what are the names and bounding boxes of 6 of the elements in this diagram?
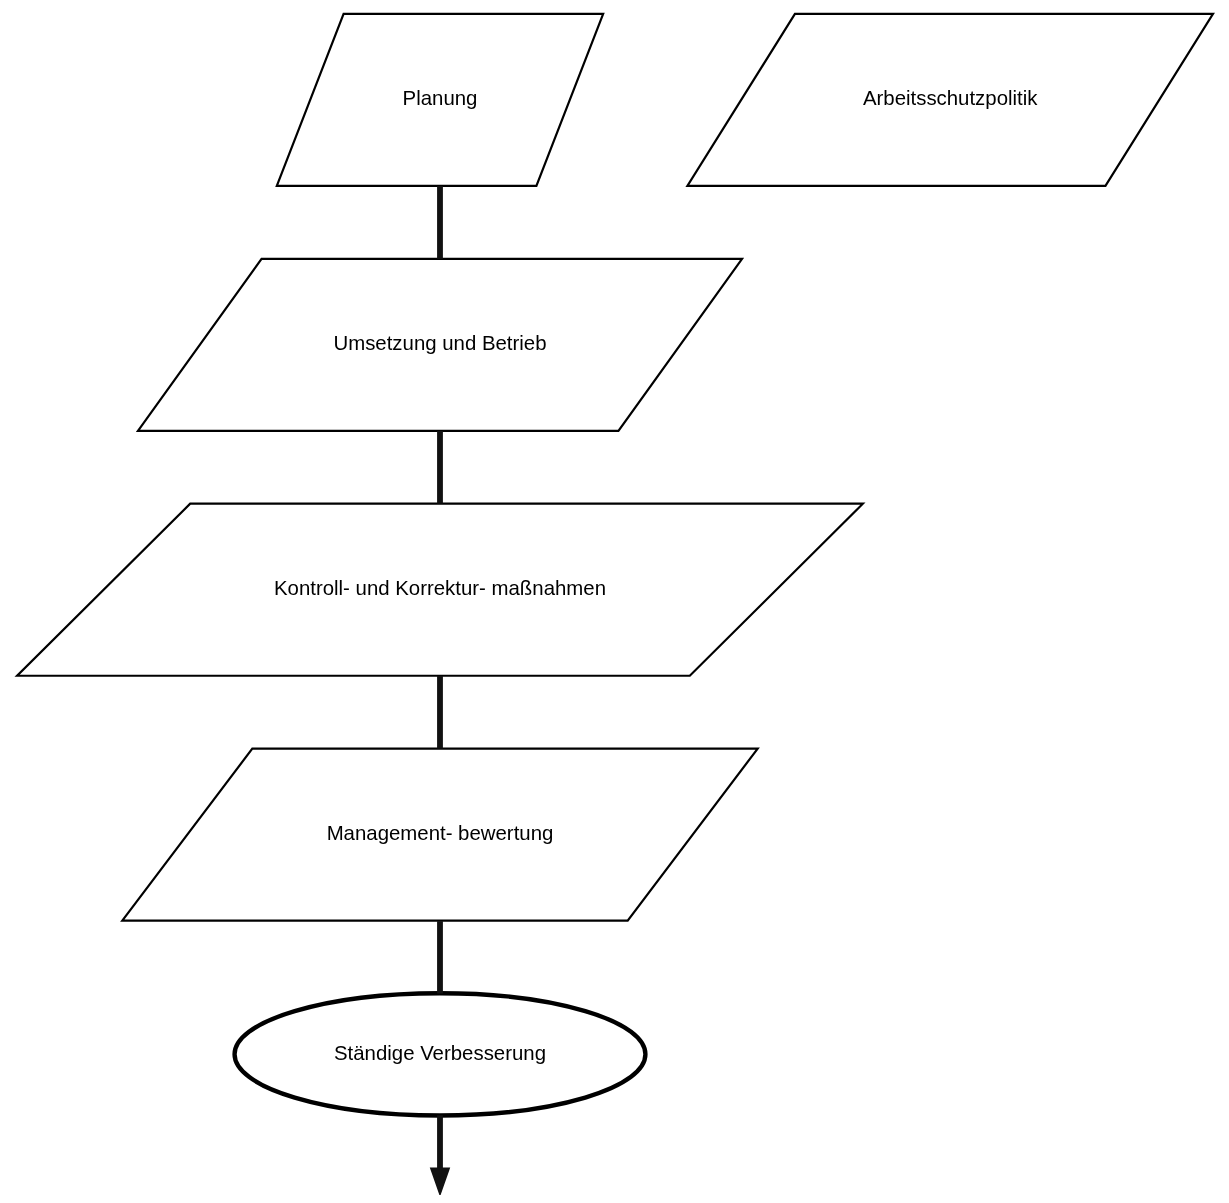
connector [436,921,443,994]
connector [436,430,443,504]
arrow [429,1115,450,1195]
connector [436,186,443,259]
connector [436,675,443,749]
node-ellipse: Ständige Verbesserung [231,991,648,1118]
